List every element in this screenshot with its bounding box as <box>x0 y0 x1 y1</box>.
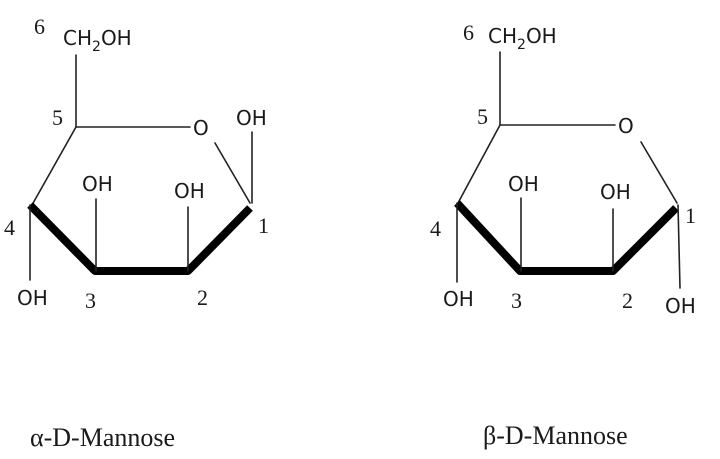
alpha-c3-oh: OH <box>82 172 113 196</box>
beta-c4-oh: OH <box>443 287 474 311</box>
alpha-c1-oh: OH <box>236 106 267 130</box>
beta-c5-label: 5 <box>477 104 488 129</box>
alpha-c4-oh: OH <box>17 286 48 310</box>
alpha-c3-label: 3 <box>85 288 96 313</box>
alpha-caption: α-D-Mannose <box>30 423 175 452</box>
beta-ring-oxygen: O <box>618 114 634 138</box>
beta-c5-c4-bond <box>457 124 501 204</box>
beta-d-mannose-structure: 6 CH2OH 5 O OH 1 OH 2 OH 3 OH 4 <box>430 20 696 318</box>
alpha-o-c1-bond <box>214 142 251 204</box>
beta-c1-oh: OH <box>665 294 696 318</box>
beta-c2-label: 2 <box>622 288 633 313</box>
beta-c3-oh: OH <box>508 172 539 196</box>
alpha-ring-oxygen: O <box>193 116 209 140</box>
beta-caption: β-D-Mannose <box>483 421 628 450</box>
beta-ch2oh-group: CH2OH <box>488 24 557 53</box>
beta-c6-label: 6 <box>463 20 474 45</box>
beta-c3-label: 3 <box>511 288 522 313</box>
alpha-ch2oh-group: CH2OH <box>63 26 132 55</box>
alpha-c5-label: 5 <box>52 105 63 130</box>
alpha-ring-front-bonds <box>27 202 253 275</box>
alpha-d-mannose-structure: 6 CH2OH 5 O OH 1 OH 2 OH 3 OH 4 <box>4 14 269 313</box>
beta-c2-oh: OH <box>600 180 631 204</box>
alpha-c6-label: 6 <box>34 14 45 39</box>
beta-c4-label: 4 <box>430 216 441 241</box>
alpha-c2-oh: OH <box>174 179 205 203</box>
beta-c1-oh-bond <box>677 204 681 289</box>
beta-c1-label: 1 <box>685 203 696 228</box>
alpha-c2-label: 2 <box>197 285 208 310</box>
beta-ring-front-bonds <box>454 200 679 275</box>
alpha-c4-label: 4 <box>4 215 15 240</box>
alpha-c5-c4-bond <box>31 126 77 206</box>
beta-o-c1-bond <box>640 141 678 204</box>
alpha-c1-label: 1 <box>258 213 269 238</box>
